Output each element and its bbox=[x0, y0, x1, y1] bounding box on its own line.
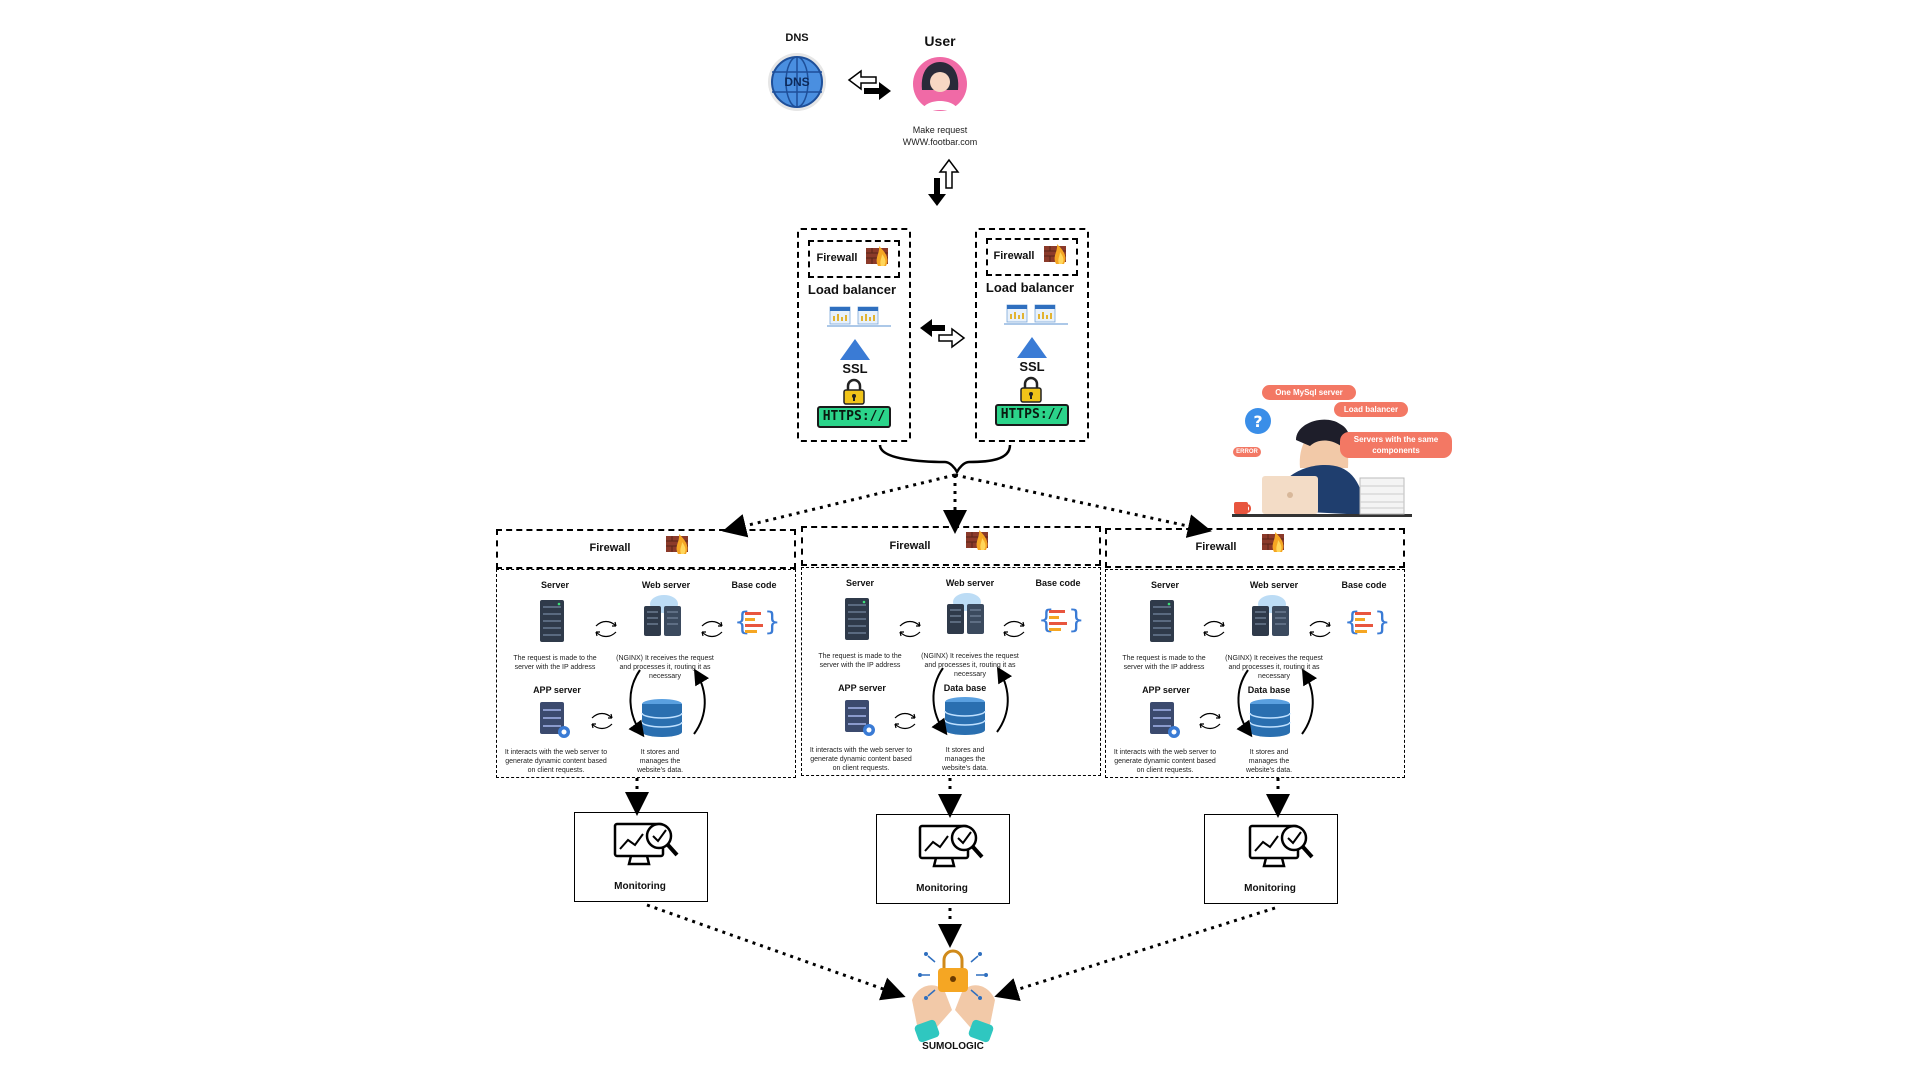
bubble-load-balancer: Load balancer bbox=[1334, 402, 1408, 417]
request-line2: WWW.footbar.com bbox=[902, 137, 978, 147]
base-code-label: Base code bbox=[1035, 578, 1081, 588]
monitoring-label: Monitoring bbox=[916, 883, 968, 894]
dns-globe-icon bbox=[768, 53, 826, 111]
cluster-1-icons bbox=[539, 594, 781, 739]
app-server-note: It interacts with the web server to gene… bbox=[504, 749, 608, 774]
web-server-label: Web server bbox=[1249, 580, 1299, 590]
database-note: It stores and manages the website's data… bbox=[941, 747, 989, 772]
database-note: It stores and manages the website's data… bbox=[636, 749, 684, 774]
web-server-note: (NGINX) It receives the request and proc… bbox=[616, 655, 714, 680]
cluster-firewall-bar-2 bbox=[801, 526, 1101, 566]
https-badge: HTTPS:// bbox=[995, 404, 1069, 426]
user-lb-arrows bbox=[928, 158, 960, 206]
ssl-label: SSL bbox=[842, 361, 868, 376]
monitoring-box-2 bbox=[876, 814, 1010, 904]
lb-firewall-box-2 bbox=[986, 238, 1078, 276]
lb-firewall-label: Firewall bbox=[993, 250, 1035, 262]
monitoring-label: Monitoring bbox=[1244, 883, 1296, 894]
server-label: Server bbox=[540, 580, 570, 590]
user-label: User bbox=[924, 33, 956, 49]
secure-hands-icon bbox=[912, 949, 995, 1043]
monitoring-box-1 bbox=[574, 812, 708, 902]
triangle-icon bbox=[1017, 337, 1047, 358]
load-balancer-box-1 bbox=[797, 228, 911, 442]
bubble-error: ERROR bbox=[1233, 447, 1261, 457]
base-code-label: Base code bbox=[731, 580, 777, 590]
lb-firewall-box-1 bbox=[808, 240, 900, 278]
lb-title: Load balancer bbox=[807, 282, 897, 297]
cluster-firewall-label: Firewall bbox=[1195, 541, 1237, 553]
grouping-brace bbox=[878, 444, 1012, 475]
server-note: The request is made to the server with t… bbox=[513, 655, 597, 671]
load-balancer-box-2 bbox=[975, 228, 1089, 442]
server-label: Server bbox=[845, 578, 875, 588]
app-server-label: APP server bbox=[533, 685, 581, 695]
dns-user-arrows bbox=[847, 69, 891, 100]
app-server-note: It interacts with the web server to gene… bbox=[1113, 749, 1217, 774]
cluster-arrows bbox=[722, 473, 1212, 538]
lb-title: Load balancer bbox=[985, 280, 1075, 295]
cluster-2-icons bbox=[844, 592, 1085, 737]
database-label: Data base bbox=[1247, 685, 1291, 695]
cluster-3-icons bbox=[1149, 594, 1391, 739]
database-label: Data base bbox=[943, 683, 987, 693]
base-code-label: Base code bbox=[1341, 580, 1387, 590]
dns-label: DNS bbox=[785, 32, 809, 44]
sumologic-arrows bbox=[646, 903, 1276, 1002]
monitoring-arrows bbox=[625, 778, 1290, 818]
app-server-label: APP server bbox=[838, 683, 886, 693]
web-server-label: Web server bbox=[945, 578, 995, 588]
web-server-note: (NGINX) It receives the request and proc… bbox=[921, 653, 1019, 678]
server-label: Server bbox=[1150, 580, 1180, 590]
monitoring-label: Monitoring bbox=[614, 881, 666, 892]
monitoring-box-3 bbox=[1204, 814, 1338, 904]
bubble-mysql: One MySql server bbox=[1262, 385, 1356, 400]
user-avatar-icon bbox=[913, 57, 967, 111]
cluster-server-box-3 bbox=[1105, 569, 1405, 778]
cluster-firewall-bar-1 bbox=[496, 529, 796, 569]
database-note: It stores and manages the website's data… bbox=[1245, 749, 1293, 774]
lb-lb-arrows bbox=[920, 319, 966, 349]
bubble-servers: Servers with the same components bbox=[1340, 432, 1452, 458]
server-note: The request is made to the server with t… bbox=[818, 653, 902, 669]
server-note: The request is made to the server with t… bbox=[1122, 655, 1206, 671]
developer-illustration: ? bbox=[1232, 408, 1412, 517]
lb-firewall-label: Firewall bbox=[816, 252, 858, 264]
dns-globe-label: DNS bbox=[784, 75, 810, 89]
svg-text:?: ? bbox=[1253, 412, 1262, 431]
web-server-note: (NGINX) It receives the request and proc… bbox=[1225, 655, 1323, 680]
cluster-firewall-bar-3 bbox=[1105, 528, 1405, 568]
app-server-label: APP server bbox=[1142, 685, 1190, 695]
sumologic-label: SUMOLOGIC bbox=[922, 1041, 984, 1052]
cluster-firewall-label: Firewall bbox=[889, 540, 931, 552]
cluster-server-box-2 bbox=[801, 567, 1101, 776]
cluster-firewall-label: Firewall bbox=[589, 542, 631, 554]
app-server-note: It interacts with the web server to gene… bbox=[809, 747, 913, 772]
web-server-label: Web server bbox=[641, 580, 691, 590]
cluster-server-box-1 bbox=[496, 569, 796, 778]
ssl-label: SSL bbox=[1019, 359, 1045, 374]
request-line1: Make request bbox=[912, 125, 968, 135]
triangle-icon bbox=[840, 339, 870, 360]
https-badge: HTTPS:// bbox=[817, 406, 891, 428]
